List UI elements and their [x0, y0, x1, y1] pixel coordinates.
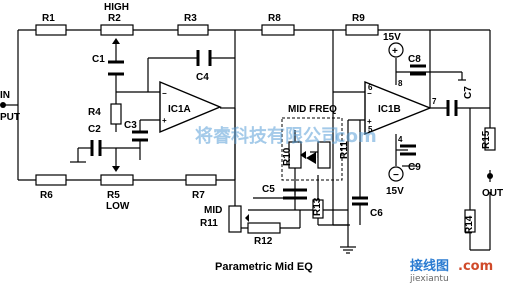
r4-body [110, 103, 122, 125]
label-r14: R14 [464, 215, 475, 234]
label-r7: R7 [192, 190, 205, 201]
svg-text:+: + [162, 116, 167, 125]
r15-body [484, 127, 496, 151]
r9-body [345, 24, 379, 36]
ground-symbols [70, 79, 466, 254]
watermark-site-url: jiexiantu [409, 274, 449, 283]
ic1b-opamp [364, 80, 432, 136]
label-r11: R11 [200, 218, 218, 229]
r14-body [464, 209, 476, 233]
label-r4: R4 [88, 107, 101, 118]
r13-body [312, 199, 324, 219]
label-r10: R10 [282, 147, 293, 166]
label-out: OUT [482, 188, 503, 199]
label-r2: R2 [108, 13, 121, 24]
r5-body [100, 174, 134, 186]
label-r6: R6 [40, 190, 53, 201]
svg-text:−: − [162, 89, 167, 98]
label-r8: R8 [268, 13, 281, 24]
label-pin4: 4 [398, 135, 403, 144]
wires [3, 29, 491, 250]
label-c1: C1 [92, 54, 105, 65]
watermark-cn: 将睿科技有限公司 [195, 125, 339, 147]
r11-body [228, 205, 242, 233]
r7-body [185, 174, 217, 186]
label-ic1b: IC1B [378, 104, 401, 115]
label-r5: R5 [107, 190, 120, 201]
pot-wipers [112, 38, 306, 222]
svg-text:+: + [392, 46, 398, 57]
diagram-title: Parametric Mid EQ [215, 261, 313, 273]
watermark-site-cn: 接线图 [410, 258, 449, 274]
label-c6: C6 [370, 208, 383, 219]
watermark-site-com: .com [458, 259, 493, 274]
r11-mid-body [317, 141, 331, 169]
label-mid: MID [204, 205, 222, 216]
svg-text:+: + [367, 117, 372, 126]
component-labels: R1 HIGH R2 R3 R8 R9 C1 C4 IC1A IN PUT R4… [0, 2, 503, 273]
label-in: IN [0, 90, 10, 101]
label-c8: C8 [408, 54, 421, 65]
label-high: HIGH [104, 2, 129, 13]
label-pin5: 5 [368, 125, 373, 134]
label-c5: C5 [262, 184, 275, 195]
label-r11-dual: R11 [339, 141, 350, 159]
output-terminal [487, 173, 493, 179]
label-r9: R9 [352, 13, 365, 24]
svg-text:−: − [367, 89, 372, 98]
label-r13: R13 [312, 197, 323, 216]
label-pin7: 7 [432, 97, 437, 106]
input-terminal [0, 102, 6, 108]
label-v-neg: 15V [386, 186, 404, 197]
r2-body [100, 24, 134, 36]
watermarks: 将睿科技有限公司 com 接线图 .com jiexiantu [195, 125, 493, 283]
label-r15: R15 [481, 130, 492, 149]
label-r12: R12 [254, 236, 273, 247]
label-pin6: 6 [368, 83, 373, 92]
label-r3: R3 [184, 13, 197, 24]
label-c7: C7 [463, 86, 474, 99]
label-ic1a: IC1A [168, 104, 191, 115]
label-c2: C2 [88, 124, 101, 135]
label-c9: C9 [408, 162, 421, 173]
capacitors [90, 50, 458, 206]
ic1a-opamp [159, 80, 222, 134]
r8-body [261, 24, 295, 36]
r12-body [247, 222, 281, 234]
label-c3: C3 [124, 120, 137, 131]
svg-text:−: − [393, 170, 399, 181]
label-r1: R1 [42, 13, 55, 24]
label-c4: C4 [196, 72, 209, 83]
power-symbols: + − [388, 42, 404, 182]
label-put: PUT [0, 112, 20, 123]
label-low: LOW [106, 201, 130, 212]
label-pin8: 8 [398, 79, 403, 88]
r6-body [35, 174, 67, 186]
watermark-com: com [335, 126, 377, 147]
resistors [35, 24, 496, 234]
dual-pot [281, 117, 343, 181]
label-mid-freq: MID FREQ [288, 104, 337, 115]
r1-body [35, 24, 67, 36]
r3-body [177, 24, 209, 36]
label-v-pos: 15V [383, 32, 401, 43]
